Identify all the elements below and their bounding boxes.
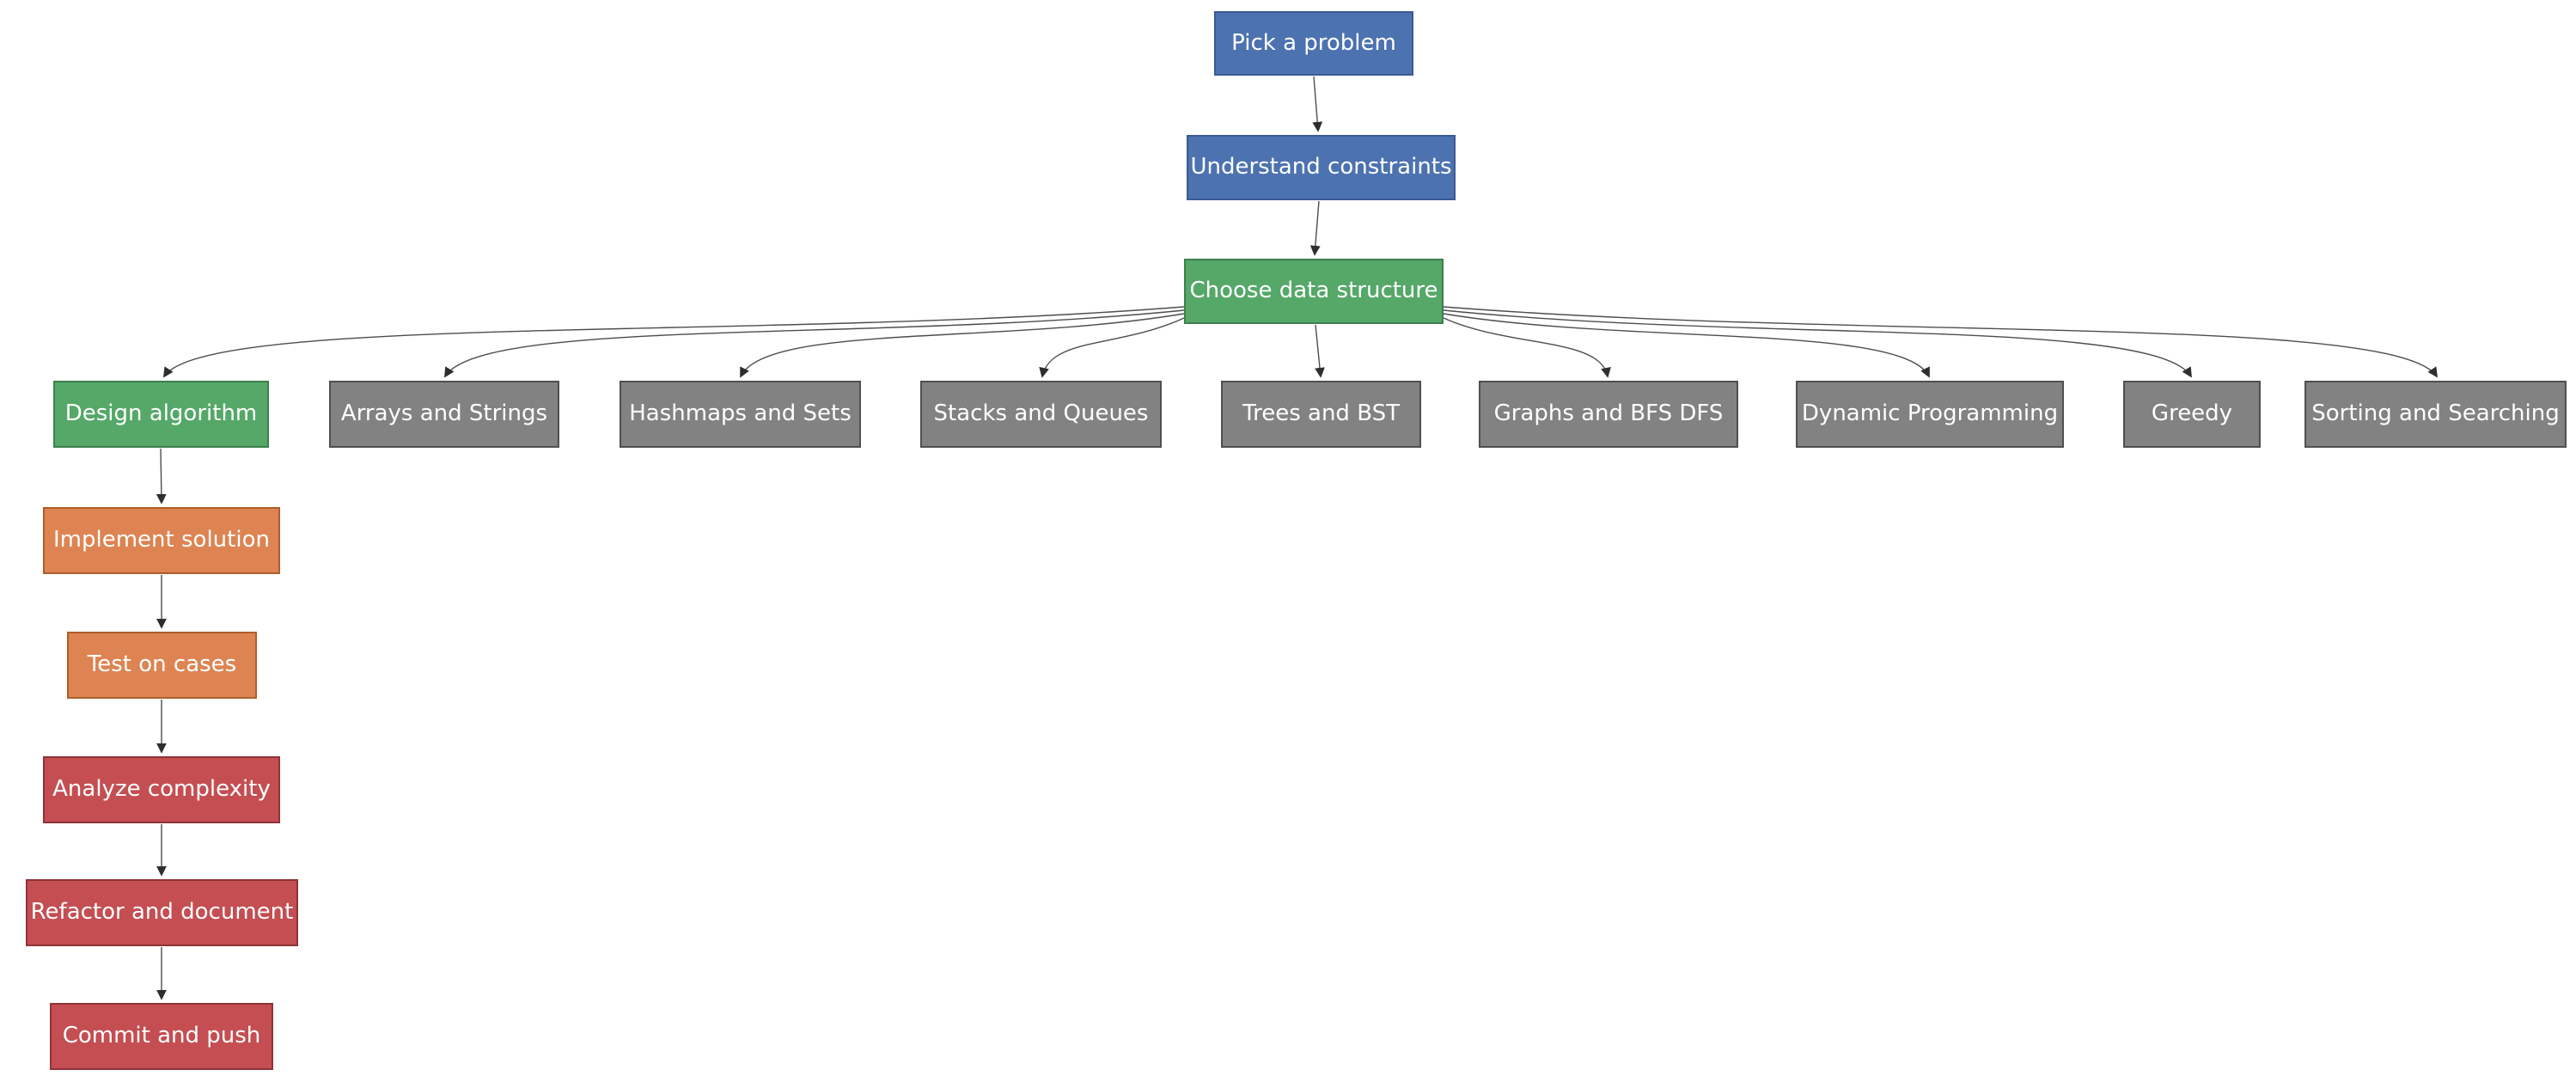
node-greedy: Greedy [2123, 381, 2261, 448]
node-label: Refactor and document [30, 899, 294, 926]
node-label: Test on cases [87, 651, 237, 678]
node-label: Stacks and Queues [933, 400, 1149, 427]
edge-pick-to-understand [1312, 76, 1323, 132]
node-pick-a-problem: Pick a problem [1214, 11, 1413, 76]
node-hashmaps-and-sets: Hashmaps and Sets [620, 381, 861, 448]
node-trees-and-bst: Trees and BST [1221, 381, 1421, 448]
node-label: Implement solution [53, 527, 270, 553]
edge-understand-to-choose [1309, 200, 1321, 256]
edge-choose-to-stacks [1039, 317, 1185, 378]
node-refactor-and-document: Refactor and document [26, 879, 298, 946]
node-analyze-complexity: Analyze complexity [43, 756, 280, 823]
node-label: Dynamic Programming [1801, 400, 2059, 427]
edge-choose-to-sorting [1443, 306, 2438, 378]
node-label: Design algorithm [64, 400, 258, 427]
edge-choose-to-hashmaps [740, 313, 1185, 378]
node-label: Sorting and Searching [2311, 400, 2560, 427]
edge-choose-to-dynamic [1443, 313, 1930, 378]
node-label: Graphs and BFS DFS [1493, 400, 1724, 427]
node-label: Analyze complexity [52, 776, 271, 803]
node-implement-solution: Implement solution [43, 507, 280, 574]
node-label: Arrays and Strings [340, 400, 548, 427]
node-sorting-and-searching: Sorting and Searching [2304, 381, 2567, 448]
node-graphs-and-bfs-dfs: Graphs and BFS DFS [1479, 381, 1738, 448]
edge-choose-to-design [163, 306, 1185, 378]
node-label: Pick a problem [1231, 29, 1396, 56]
node-dynamic-programming: Dynamic Programming [1796, 381, 2064, 448]
node-test-on-cases: Test on cases [67, 632, 257, 699]
node-label: Hashmaps and Sets [629, 400, 852, 427]
node-choose-data-structure: Choose data structure [1184, 259, 1444, 324]
node-label: Commit and push [62, 1023, 261, 1049]
node-label: Greedy [2151, 400, 2233, 427]
node-label: Trees and BST [1242, 400, 1400, 427]
node-label: Choose data structure [1189, 278, 1438, 304]
node-arrays-and-strings: Arrays and Strings [329, 381, 559, 448]
edge-choose-to-trees [1315, 324, 1325, 378]
node-design-algorithm: Design algorithm [53, 381, 269, 448]
edge-design-to-implement [156, 448, 167, 504]
node-commit-and-push: Commit and push [50, 1003, 273, 1070]
edge-choose-to-arrays [444, 309, 1185, 378]
node-understand-constraints: Understand constraints [1187, 135, 1456, 200]
node-label: Understand constraints [1190, 154, 1452, 180]
edge-choose-to-graphs [1443, 317, 1611, 378]
node-stacks-and-queues: Stacks and Queues [920, 381, 1162, 448]
edge-choose-to-greedy [1443, 309, 2192, 378]
